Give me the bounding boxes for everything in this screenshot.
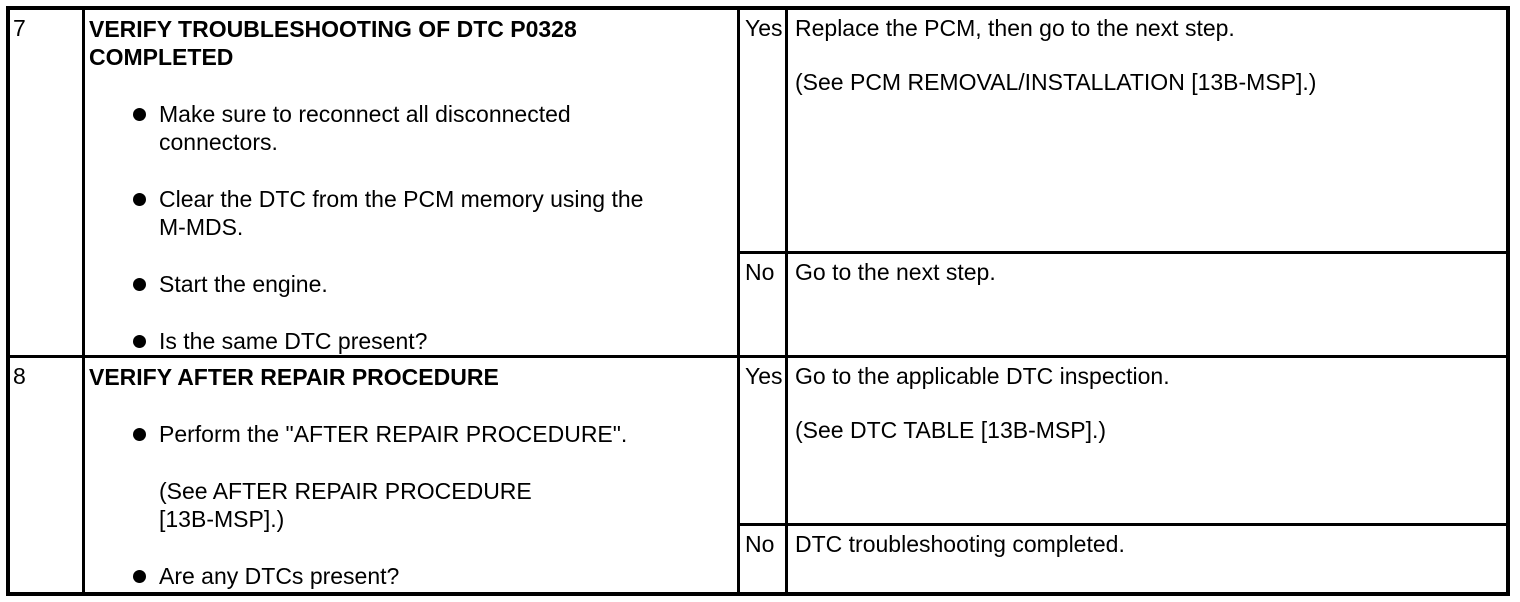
- troubleshooting-table: 7 VERIFY TROUBLESHOOTING OF DTC P0328 CO…: [6, 6, 1510, 596]
- yes-result-row: Yes Go to the applicable DTC inspection.…: [740, 358, 1506, 523]
- bullet-text: Clear the DTC from the PCM memory using …: [159, 186, 644, 240]
- action-title-line: COMPLETED: [89, 44, 234, 70]
- action-title: VERIFY TROUBLESHOOTING OF DTC P0328 COMP…: [89, 15, 729, 71]
- bullet-text: Start the engine.: [159, 271, 328, 297]
- result-line: (See PCM REMOVAL/INSTALLATION [13B-MSP].…: [795, 69, 1317, 95]
- bullet-icon: [133, 108, 146, 121]
- bullet-text: Make sure to reconnect all disconnected …: [159, 101, 571, 155]
- see-note: (See AFTER REPAIR PROCEDURE [13B-MSP].): [159, 477, 627, 533]
- bullet-item: Clear the DTC from the PCM memory using …: [133, 185, 729, 241]
- bullet-line: Perform the "AFTER REPAIR PROCEDURE".: [159, 421, 628, 447]
- see-note-line: [13B-MSP].): [159, 506, 285, 532]
- action-cell: VERIFY AFTER REPAIR PROCEDURE Perform th…: [82, 358, 737, 592]
- no-result-cell: DTC troubleshooting completed.: [785, 526, 1506, 592]
- bullet-icon: [133, 570, 146, 583]
- bullet-item: Perform the "AFTER REPAIR PROCEDURE". (S…: [133, 420, 729, 533]
- yes-result-cell: Go to the applicable DTC inspection. (Se…: [785, 358, 1506, 523]
- table-row-step-7: 7 VERIFY TROUBLESHOOTING OF DTC P0328 CO…: [10, 10, 1506, 358]
- bullet-item: Is the same DTC present?: [133, 327, 729, 355]
- result-line: Replace the PCM, then go to the next ste…: [795, 15, 1235, 41]
- step-number: 8: [13, 363, 26, 389]
- result-line: (See DTC TABLE [13B-MSP].): [795, 417, 1107, 443]
- action-cell: VERIFY TROUBLESHOOTING OF DTC P0328 COMP…: [82, 10, 737, 355]
- bullet-icon: [133, 193, 146, 206]
- bullet-text: Perform the "AFTER REPAIR PROCEDURE". (S…: [159, 420, 627, 533]
- yes-label: Yes: [745, 15, 783, 41]
- result-line: Go to the applicable DTC inspection.: [795, 363, 1170, 389]
- results-column: Yes Replace the PCM, then go to the next…: [737, 10, 1506, 355]
- bullet-item: Make sure to reconnect all disconnected …: [133, 100, 729, 156]
- bullet-icon: [133, 428, 146, 441]
- no-result-cell: Go to the next step.: [785, 254, 1506, 355]
- bullet-icon: [133, 335, 146, 348]
- results-column: Yes Go to the applicable DTC inspection.…: [737, 358, 1506, 592]
- no-result-row: No Go to the next step.: [740, 251, 1506, 355]
- bullet-icon: [133, 278, 146, 291]
- result-line: DTC troubleshooting completed.: [795, 531, 1125, 557]
- bullet-text: Are any DTCs present?: [159, 563, 400, 589]
- action-title: VERIFY AFTER REPAIR PROCEDURE: [89, 363, 729, 391]
- action-title-line: VERIFY TROUBLESHOOTING OF DTC P0328: [89, 16, 577, 42]
- yes-label: Yes: [745, 363, 783, 389]
- see-note-line: (See AFTER REPAIR PROCEDURE: [159, 478, 532, 504]
- bullet-text: Is the same DTC present?: [159, 328, 428, 354]
- table-row-step-8: 8 VERIFY AFTER REPAIR PROCEDURE Perform …: [10, 358, 1506, 592]
- yes-result-cell: Replace the PCM, then go to the next ste…: [785, 10, 1506, 251]
- no-label: No: [745, 259, 775, 285]
- yes-result-row: Yes Replace the PCM, then go to the next…: [740, 10, 1506, 251]
- no-result-row: No DTC troubleshooting completed.: [740, 523, 1506, 592]
- result-line: Go to the next step.: [795, 259, 996, 285]
- no-label: No: [745, 531, 775, 557]
- action-title-line: VERIFY AFTER REPAIR PROCEDURE: [89, 364, 499, 390]
- step-number: 7: [13, 15, 26, 41]
- bullet-item: Are any DTCs present?: [133, 562, 729, 590]
- bullet-item: Start the engine.: [133, 270, 729, 298]
